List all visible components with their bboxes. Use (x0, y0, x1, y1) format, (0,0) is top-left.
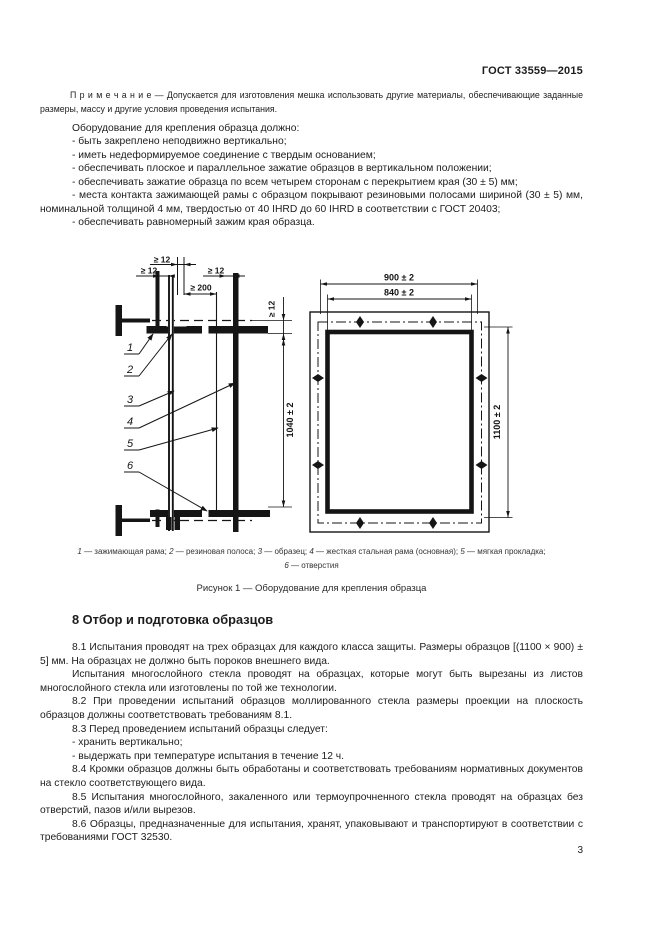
figure-caption: Рисунок 1 — Оборудование для крепления о… (196, 583, 427, 594)
dim-900: 900 ± 2 (320, 273, 478, 314)
svg-text:1040 ± 2: 1040 ± 2 (285, 403, 295, 438)
dim-840: 840 ± 2 (327, 288, 472, 330)
svg-text:900 ± 2: 900 ± 2 (384, 273, 414, 283)
svg-text:5: 5 (127, 438, 134, 450)
svg-text:3: 3 (127, 394, 134, 406)
para-8-3-item: - хранить вертикально; (72, 737, 183, 749)
clamp-bar-bottom (155, 509, 160, 527)
front-view: 900 ± 2 840 ± 2 (309, 273, 513, 533)
bottom-stub-left (166, 517, 172, 530)
equipment-item: - обеспечивать плоское и параллельное за… (72, 163, 492, 175)
figure-1-drawing: ≥ 12 ≥ 12 ≥ 12 ≥ 200 (0, 250, 661, 543)
equipment-item: - быть закреплено неподвижно вертикально… (72, 136, 287, 148)
svg-text:6: 6 (127, 460, 134, 472)
svg-text:840 ± 2: 840 ± 2 (384, 288, 414, 298)
para-8-1: 8.1 Испытания проводят на трех образцах … (40, 642, 583, 667)
dim-ge12-right: ≥ 12 (203, 266, 245, 278)
bottom-stub-right (174, 517, 180, 530)
para-8-5: 8.5 Испытания многослойного, закаленного… (40, 791, 583, 817)
figure-legend: 1 — зажимающая рама; 2 — резиновая полос… (40, 545, 583, 572)
svg-text:≥ 12: ≥ 12 (267, 300, 277, 317)
equipment-item: - иметь недеформируемое соединение с тве… (72, 149, 376, 161)
para-8-3-item: - выдержать при температуре испытания в … (72, 750, 345, 762)
para-8-4: 8.4 Кромки образцов должны быть обработа… (40, 764, 583, 789)
para-8-2: 8.2 При проведении испытаний образцов мо… (40, 696, 583, 721)
legend-line-2: 6 — отверстия (284, 560, 339, 570)
clamp-flange-top (146, 326, 268, 334)
wall-anchor-bottom (115, 505, 150, 536)
extension-lines-top (177, 257, 185, 295)
dim-ge12-row1: ≥ 12 (150, 255, 196, 267)
note-paragraph: П р и м е ч а н и е — Допускается для из… (40, 90, 583, 114)
steel-frame-bar (233, 273, 239, 532)
wall-anchor-top (115, 305, 150, 336)
page-number: 3 (577, 845, 583, 856)
equipment-item: - обеспечивать зажатие образца по всем ч… (72, 176, 518, 188)
svg-text:≥ 12: ≥ 12 (141, 266, 158, 276)
svg-text:1: 1 (127, 342, 133, 354)
callout-leaders (124, 333, 236, 512)
dim-1100: 1100 ± 2 (484, 326, 513, 518)
junction-top (166, 316, 187, 327)
bolt-center-line (317, 321, 482, 524)
outer-frame-rect (309, 311, 490, 533)
inner-opening-rect (325, 329, 474, 514)
callout-numbers: 1 2 3 4 5 6 (126, 342, 134, 472)
equipment-item: - места контакта зажимающей рамы с образ… (40, 190, 583, 215)
frame-holes (312, 316, 488, 529)
dim-ge12-vertical: ≥ 12 (252, 297, 292, 344)
dim-ge200: ≥ 200 (184, 283, 217, 296)
svg-text:≥ 12: ≥ 12 (208, 266, 225, 276)
standard-header: ГОСТ 33559—2015 (481, 65, 583, 77)
svg-text:≥ 12: ≥ 12 (154, 255, 171, 265)
clamp-bar-top (155, 271, 160, 327)
dim-1040: 1040 ± 2 (268, 333, 295, 508)
glass-specimen (168, 275, 174, 531)
section-8-title: 8 Отбор и подготовка образцов (72, 612, 274, 627)
svg-text:≥ 200: ≥ 200 (190, 283, 211, 293)
svg-text:1100 ± 2: 1100 ± 2 (492, 405, 502, 439)
svg-text:4: 4 (127, 416, 133, 428)
para-8-1b: Испытания многослойного стекла проводят … (40, 669, 583, 694)
section-view: ≥ 12 ≥ 12 ≥ 12 ≥ 200 (115, 255, 295, 536)
equipment-requirements: Оборудование для крепления образца должн… (40, 122, 583, 230)
para-8-6: 8.6 Образцы, предназначенные для испытан… (40, 818, 583, 844)
legend-line-1: 1 — зажимающая рама; 2 — резиновая полос… (77, 547, 546, 556)
equipment-item: - обеспечивать равномерный зажим края об… (72, 217, 315, 229)
para-8-3: 8.3 Перед проведением испытаний образцы … (72, 723, 328, 735)
technical-drawing-svg: ≥ 12 ≥ 12 ≥ 12 ≥ 200 (115, 255, 513, 536)
svg-text:2: 2 (126, 364, 133, 376)
dim-ge12-left: ≥ 12 (136, 266, 175, 278)
section-8-body: 8.1 Испытания проводят на трех образцах … (40, 641, 583, 845)
equipment-intro: Оборудование для крепления образца должн… (72, 123, 300, 134)
clamp-flange-bottom (150, 510, 270, 517)
